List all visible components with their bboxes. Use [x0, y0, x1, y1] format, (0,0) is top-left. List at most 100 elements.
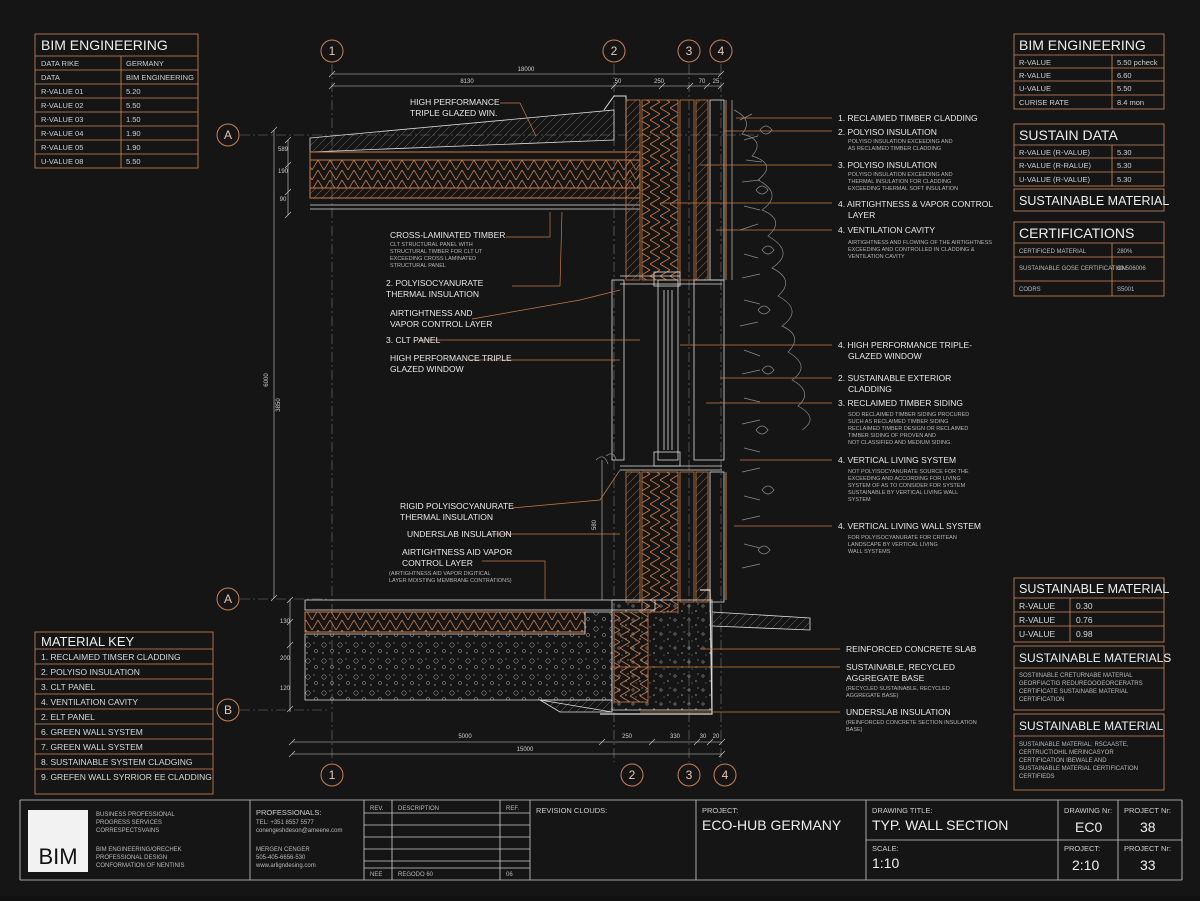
professionals-label: PROFESSIONALS:	[256, 808, 321, 817]
table-cell: SUSTAINABLE GOSE CERTIFICATION	[1019, 266, 1126, 272]
grid-label-2-bottom: 2	[629, 768, 636, 782]
callout-right-9-sub-0: FOR POLYISOCYANURATE FOR CRITEAN	[848, 535, 957, 541]
roof-assembly	[309, 95, 641, 210]
bim-table-right-title: BIM ENGINEERING	[1019, 37, 1146, 53]
sustainable-materials-note-line: GEORFIACTIG REDUREOOOEORCERATRS	[1019, 681, 1143, 687]
dim-bottom-b: 250	[622, 734, 633, 740]
grid-label-b: B	[224, 703, 232, 717]
table-cell: 280%	[1117, 249, 1133, 255]
table-cell: R-VALUE 04	[41, 129, 83, 138]
callout-right-7-sub-0: SOD RECLAIMED TIMBER SIDING PROCURED	[848, 412, 969, 418]
callout-left-1-sub-1: STRUCTURAL TIMBER FOR CLT UT	[390, 249, 483, 255]
drawing-nr-label: DRAWING Nr:	[1064, 806, 1112, 815]
material-key-item: 1. RECLAIMED TIMSER CLADDING	[41, 652, 181, 662]
table-cell: 5.50	[126, 101, 141, 110]
grid-label-3-bottom: 3	[686, 768, 693, 782]
sustainable-material-table-rows: R-VALUE 0.30 R-VALUE 0.76 U-VALUE 0.98	[1019, 601, 1093, 639]
company-line: BUSINESS PROFESSIONAL	[96, 812, 175, 818]
callout-left-3-title-0: AIRTIGHTNESS AND	[390, 308, 473, 318]
table-cell: 5.20	[126, 87, 141, 96]
table-cell: U-VALUE	[1019, 629, 1056, 639]
rev-bottom-description: REGODO 60	[398, 872, 434, 878]
dim-top-d: 70	[699, 79, 706, 85]
certifications-title: CERTIFICATIONS	[1019, 225, 1134, 241]
green-wall-foliage	[595, 109, 811, 569]
project-name: ECO-HUB GERMANY	[702, 817, 842, 833]
dim-bottom-c: 330	[670, 734, 681, 740]
material-key-items: 1. RECLAIMED TIMSER CLADDING 2. POLYISO …	[41, 652, 212, 782]
professionals-line: TEL: +351 8557 5577	[256, 820, 315, 826]
table-cell: 0.30	[1076, 601, 1093, 611]
rev-bottom-ref: 06	[506, 872, 513, 878]
callout-right-9-sub-2: WALL SYSTEMS	[848, 549, 891, 555]
dim-top-a: 8130	[460, 79, 474, 85]
bim-logo-box	[28, 810, 88, 872]
callout-right-8-title-0: 4. VERTICAL LIVING SYSTEM	[838, 455, 956, 465]
table-cell: 5.50	[1117, 84, 1132, 93]
table-cell: CURISE RATE	[1019, 98, 1069, 107]
table-cell: DATA	[41, 73, 60, 82]
grid-label-a: A	[224, 128, 232, 142]
callout-right-1-sub-0: POLYISO INSULATION EXCEEDING AND	[848, 139, 953, 145]
drawing-title: TYP. WALL SECTION	[872, 817, 1008, 833]
callout-left-8-sub-1: LAYER MOISTING MEMBRANE CONTRATIONS)	[389, 578, 512, 584]
table-cell: 80-506006	[1117, 266, 1146, 272]
sustainable-material-note2-line: CERTRUCTIOHIL MERINCASYOR	[1019, 750, 1114, 756]
callout-right-8-sub-4: SYSTEM	[848, 497, 871, 503]
foundation-assembly	[304, 589, 811, 715]
window-assembly	[611, 271, 725, 471]
bim-table-right-rows: R-VALUE 5.50 pcheck R-VALUE 6.60 U-VALUE…	[1019, 58, 1158, 107]
dim-left-5: 3850	[276, 398, 282, 412]
grid-bubbles	[216, 39, 737, 787]
dim-left-8: 120	[280, 686, 291, 692]
callout-right-12-title-0: UNDERSLAB INSULATION	[846, 707, 951, 717]
material-key-item: 9. GREFEN WALL SYRRIOR EE CLADDING	[41, 772, 212, 782]
ref-header: REF.	[506, 806, 519, 812]
table-cell: CERTIFICED MATERIAL	[1019, 249, 1087, 255]
table-cell: 0.98	[1076, 629, 1093, 639]
project2-value: 2:10	[1072, 857, 1099, 873]
sustainable-material-note2-line: SUSTAINABLE MATERIAL CERTIFICATION	[1019, 766, 1138, 772]
table-cell: 1.90	[126, 143, 141, 152]
callout-right-6-title-0: 2. SUSTAINABLE EXTERIOR	[838, 373, 951, 383]
sustainable-material-note2-title: SUSTAINABLE MATERIAL	[1019, 719, 1164, 733]
leader-lines	[420, 102, 840, 713]
table-cell: R-VALUE	[1019, 615, 1056, 625]
professionals-line: conengeshdeson@ameene.com	[256, 828, 342, 834]
drawing-nr: EC0	[1075, 819, 1102, 835]
callout-right-3-title-0: 4. AIRTIGHTNESS & VAPOR CONTROL	[838, 199, 993, 209]
table-cell: BIM ENGINEERING	[126, 73, 194, 82]
table-cell: R-VALUE (R-RALUE)	[1019, 161, 1091, 170]
callout-left-1-sub-2: EXCEEDING CROSS LAMINATED	[390, 256, 476, 262]
callout-left-1-sub-0: CLT STRUCTURAL PANEL WITH	[390, 242, 473, 248]
callout-right-7-sub-3: TIMBER SIDING OF PROVEN AND	[848, 433, 936, 439]
sustain-data-table	[1013, 123, 1165, 212]
callout-left-8-title-0: AIRTIGHTNESS AID VAPOR	[402, 547, 512, 557]
callout-right-7-sub-4: NOT CLASSIFIED AND MEDIUM SIDING.	[848, 440, 952, 446]
callout-right-2-sub-1: THERMAL INSULATION FOR CLADDING	[848, 179, 951, 185]
callout-left-0-title-0: HIGH PERFORMANCE	[410, 97, 500, 107]
sustainable-materials-note-title: SUSTAINABLE MATERIALS	[1019, 651, 1171, 665]
callout-right-11-title-0: SUSTAINABLE, RECYCLED	[846, 662, 955, 672]
description-header: DESCRIPTION	[398, 806, 439, 812]
dim-bottom-a: 5000	[458, 734, 472, 740]
callout-right-12-sub-1: BASE)	[846, 727, 863, 733]
material-key-item: 3. CLT PANEL	[41, 682, 96, 692]
callout-right-0-title-0: 1. RECLAIMED TIMBER CLADDING	[838, 113, 978, 123]
callout-right-2-title-0: 3. POLYISO INSULATION	[838, 160, 937, 170]
table-cell: GERMANY	[126, 59, 164, 68]
material-key-table	[34, 631, 214, 795]
table-cell: 5.30	[1117, 175, 1132, 184]
table-cell: R-VALUE	[1019, 601, 1056, 611]
material-key-item: 6. GREEN WALL SYSTEM	[41, 727, 143, 737]
bim-table-right	[1013, 33, 1165, 110]
callout-left-6-title-0: RIGID POLYISOCYANURATE	[400, 501, 514, 511]
table-cell: 5.30	[1117, 148, 1132, 157]
grid-label-1-top: 1	[329, 44, 336, 58]
table-cell: 6.60	[1117, 71, 1132, 80]
table-cell: 8.4 mon	[1117, 98, 1144, 107]
callout-left-4-title-0: 3. CLT PANEL	[386, 335, 441, 345]
bim-logo-text: BIM	[38, 844, 77, 869]
callout-left-7-title-0: UNDERSLAB INSULATION	[407, 529, 512, 539]
